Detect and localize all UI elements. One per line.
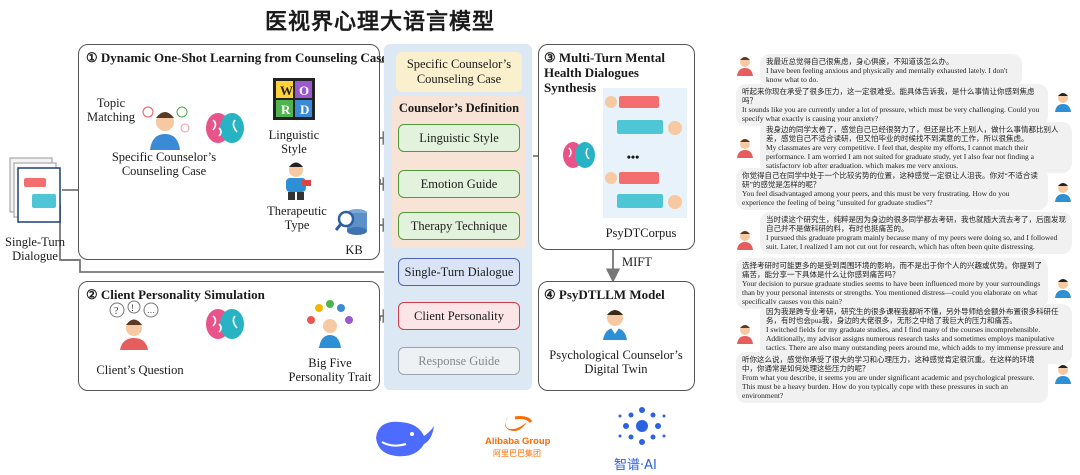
digital-twin-icon — [600, 308, 630, 345]
dialogue-turn-1: 我最近总觉得自己很焦虑，身心俱疲，不知道该怎么办。I have been fee… — [760, 54, 1022, 87]
def-client-personality: Client Personality — [398, 302, 520, 330]
dialogue-turn-3: 我身边的同学太卷了，感觉自己已经很努力了，但还是比不上别人，做什么事情都比别人差… — [760, 122, 1072, 173]
therapeutic-type-label: Therapeutic Type — [267, 204, 327, 232]
page-title: 医视界心理大语言模型 — [264, 10, 495, 35]
zhipu-logo: 智谱·AI — [612, 404, 672, 474]
dialogue-turn-6: 选择考研时可能更多的是受到周围环境的影响，而不是出于你个人的兴趣或优势。你提到了… — [736, 258, 1048, 309]
client-question-label: Client’s Question — [96, 363, 184, 377]
brain-icon — [205, 110, 245, 151]
definition-title: Counselor’s Definition — [398, 101, 520, 115]
specific-case-label: Specific Counselor’s Counseling Case — [111, 150, 217, 178]
deepseek-whale-logo — [372, 412, 438, 465]
counselor-person-icon — [140, 104, 190, 155]
dialogue-turn-4: 你觉得自己在同学中处于一个比较劣势的位置，这种感觉一定很让人沮丧。你对“不适合读… — [736, 168, 1048, 210]
def-response-guide: Response Guide — [398, 347, 520, 375]
counselor-avatar-icon — [1052, 90, 1074, 117]
dialogue-turn-5: 当时读这个研究生，纯粹是因为身边的很多同学都去考研，我也就随大流去考了，后面发现… — [760, 212, 1072, 254]
big-five-person-icon — [305, 300, 355, 353]
corpus-ellipsis: ••• — [626, 150, 640, 164]
brain-icon-2 — [205, 306, 245, 347]
mift-label: MIFT — [622, 255, 652, 269]
dialogue-example: 我最近总觉得自己很焦虑，身心俱疲，不知道该怎么办。I have been fee… — [734, 50, 1074, 403]
counselor-avatar-icon — [1052, 362, 1074, 389]
client-question-icon: ? ! … — [108, 300, 160, 355]
alibaba-en: Alibaba Group — [485, 436, 551, 447]
linguistic-style-label: Linguistic Style — [268, 128, 320, 156]
zhipu-text: 智谱·AI — [614, 458, 657, 473]
counselor-avatar-icon — [1052, 276, 1074, 303]
svg-text:D: D — [300, 102, 309, 117]
panel2-title: ② Client Personality Simulation — [86, 287, 265, 302]
client-avatar-icon — [734, 228, 756, 255]
panel3-title: ③ Multi-Turn Mental Health Dialogues Syn… — [544, 50, 665, 95]
kb-database-icon — [334, 205, 371, 246]
svg-text:…: … — [147, 306, 155, 315]
svg-text:?: ? — [114, 306, 119, 317]
panel1-title: ① Dynamic One-Shot Learning from Counsel… — [86, 50, 393, 65]
client-avatar-icon — [734, 136, 756, 163]
case-box: Specific Counselor’s Counseling Case — [396, 52, 522, 92]
alibaba-zh: 阿里巴巴集团 — [493, 449, 541, 458]
alibaba-logo: Alibaba Group 阿里巴巴集团 — [485, 412, 565, 460]
svg-text:W: W — [280, 83, 293, 98]
client-avatar-icon — [734, 322, 756, 349]
panel4-title: ④ PsyDTLLM Model — [544, 287, 665, 302]
corpus-dialogue-stack — [603, 88, 687, 218]
word-blocks-icon: W O R D — [273, 78, 315, 125]
topic-matching-label: Topic Matching — [87, 96, 135, 124]
corpus-label: PsyDTCorpus — [605, 226, 677, 240]
svg-text:O: O — [299, 83, 309, 98]
dialogue-turn-2: 听起来你现在承受了很多压力，这一定很难受。能具体告诉我，是什么事情让你感到焦虑吗… — [736, 84, 1048, 126]
def-emotion-guide: Emotion Guide — [398, 170, 520, 198]
dialogue-turn-8: 听你这么说，感觉你承受了很大的学习和心理压力，这种感觉肯定很沉重。在这样的环境中… — [736, 352, 1048, 403]
big-five-label: Big Five Personality Trait — [288, 356, 372, 384]
def-linguistic-style: Linguistic Style — [398, 124, 520, 152]
single-turn-dialogue-icon — [8, 156, 61, 223]
therapist-person-icon — [276, 160, 316, 205]
client-avatar-icon — [734, 54, 756, 81]
single-turn-label: Single-Turn Dialogue — [5, 235, 65, 263]
panel-dynamic-one-shot — [78, 44, 380, 260]
panel4-caption: Psychological Counselor’s Digital Twin — [549, 348, 683, 376]
counselor-avatar-icon — [1052, 180, 1074, 207]
def-single-turn-dialogue: Single-Turn Dialogue — [398, 258, 520, 286]
svg-text:R: R — [281, 102, 291, 117]
svg-text:!: ! — [131, 303, 134, 313]
kb-label: KB — [345, 243, 363, 257]
def-therapy-technique: Therapy Technique — [398, 212, 520, 240]
brain-icon-3 — [562, 140, 596, 175]
